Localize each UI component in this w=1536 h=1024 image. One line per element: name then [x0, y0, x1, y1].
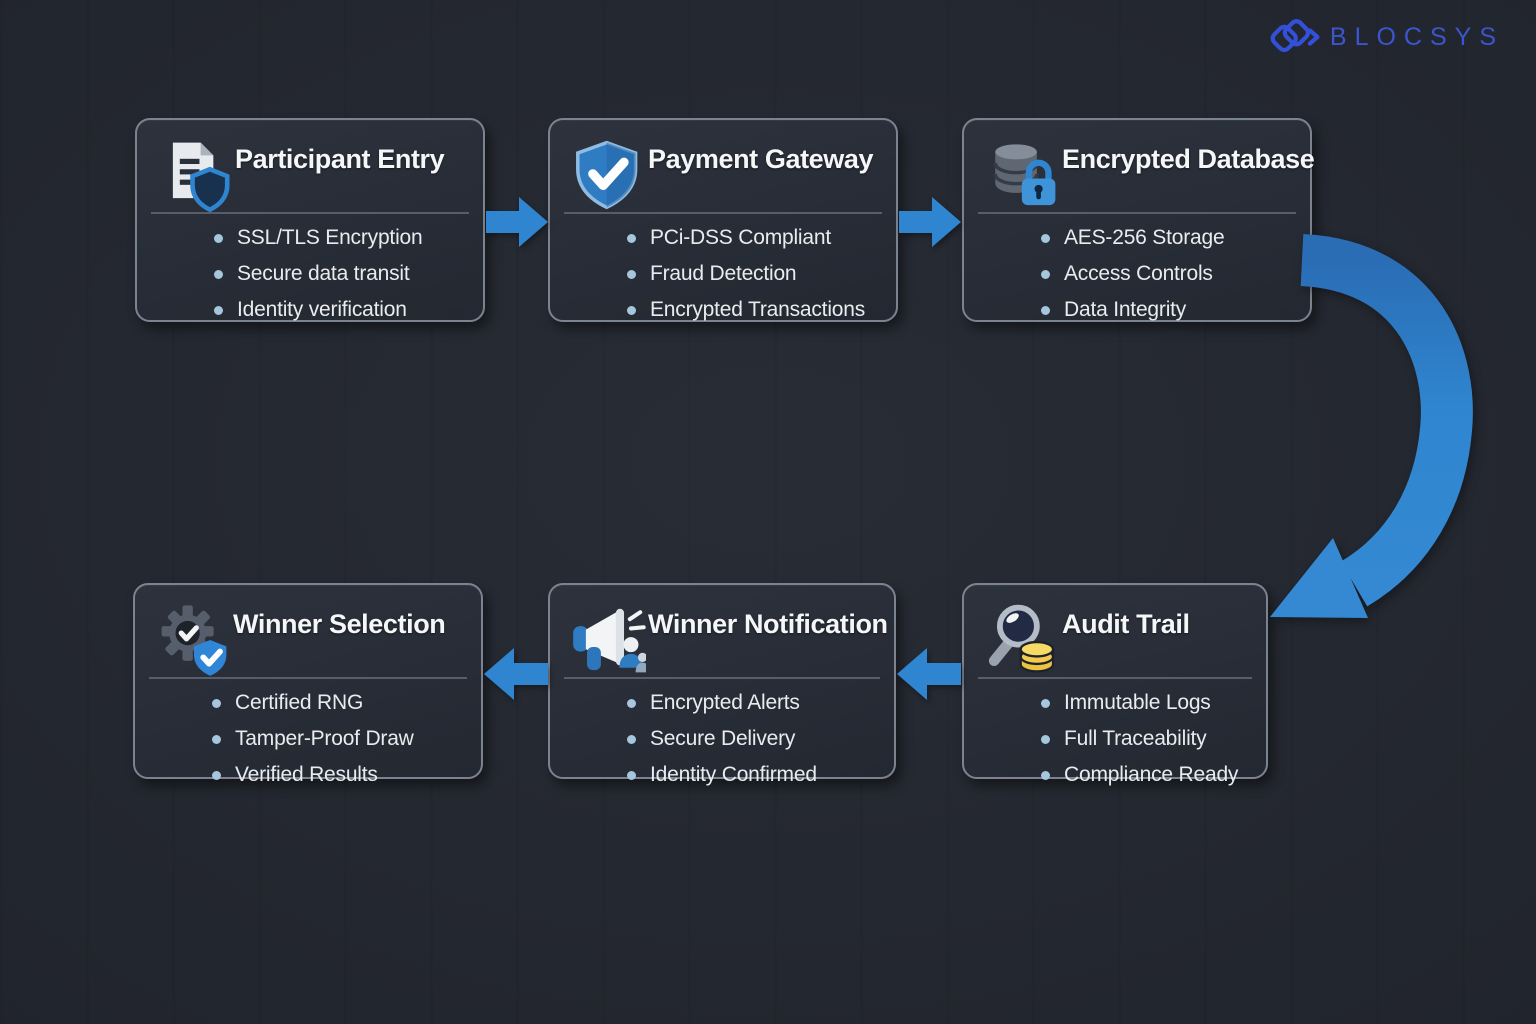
feature-list: Immutable Logs Full Traceability Complia… [1028, 691, 1254, 799]
feature-item: Immutable Logs [1028, 691, 1254, 715]
title-divider [564, 677, 880, 679]
title-divider [149, 677, 467, 679]
database-lock-icon [993, 144, 1056, 206]
box-title: Audit Trail [1062, 609, 1190, 639]
flow-arrow-left-icon [484, 648, 548, 700]
feature-list: Certified RNG Tamper-Proof Draw Verified… [199, 691, 469, 799]
flow-box-participant-entry: Participant Entry SSL/TLS Encryption Sec… [135, 118, 485, 322]
flow-box-payment-gateway: Payment Gateway PCi-DSS Compliant Fraud … [548, 118, 898, 322]
feature-list: SSL/TLS Encryption Secure data transit I… [201, 226, 471, 334]
feature-item: Encrypted Alerts [614, 691, 882, 715]
blocsys-logo-text: BLOCSYS [1329, 22, 1504, 51]
flow-box-winner-selection: Winner Selection Certified RNG Tamper-Pr… [133, 583, 483, 786]
flow-box-audit-trail: Audit Trail Immutable Logs Full Traceabi… [962, 583, 1268, 786]
flow-arrow-left-icon [897, 648, 961, 700]
blocsys-logo: BLOCSYS [1267, 14, 1504, 60]
title-divider [978, 677, 1252, 679]
gear-shield-check-icon [161, 605, 227, 676]
box-title: Payment Gateway [648, 144, 874, 174]
megaphone-people-icon [573, 608, 646, 673]
box-title: Winner Selection [233, 609, 446, 639]
blocsys-logo-icon [1270, 19, 1320, 53]
feature-item: Access Controls [1028, 262, 1298, 286]
title-divider [564, 212, 882, 214]
title-divider [978, 212, 1296, 214]
feature-item: Fraud Detection [614, 262, 884, 286]
feature-item: Secure Delivery [614, 727, 882, 751]
feature-list: PCi-DSS Compliant Fraud Detection Encryp… [614, 226, 884, 334]
curved-down-arrow-icon [1270, 234, 1473, 618]
flow-box-winner-notification: Winner Notification Encrypted Alerts Sec… [548, 583, 896, 786]
feature-item: Full Traceability [1028, 727, 1254, 751]
feature-list: AES-256 Storage Access Controls Data Int… [1028, 226, 1298, 334]
magnifier-coins-icon [988, 604, 1055, 673]
shield-check-icon [576, 140, 638, 210]
flow-box-encrypted-database: Encrypted Database AES-256 Storage Acces… [962, 118, 1315, 322]
document-shield-icon [172, 142, 230, 213]
box-title: Winner Notification [648, 609, 888, 639]
feature-item: AES-256 Storage [1028, 226, 1298, 250]
feature-item: Certified RNG [199, 691, 469, 715]
feature-item: Compliance Ready [1028, 763, 1254, 787]
feature-list: Encrypted Alerts Secure Delivery Identit… [614, 691, 882, 799]
feature-item: PCi-DSS Compliant [614, 226, 884, 250]
box-title: Participant Entry [235, 144, 445, 174]
box-title: Encrypted Database [1062, 144, 1315, 174]
feature-item: SSL/TLS Encryption [201, 226, 471, 250]
feature-item: Encrypted Transactions [614, 298, 884, 322]
feature-item: Identity verification [201, 298, 471, 322]
feature-item: Verified Results [199, 763, 469, 787]
flow-arrow-right-icon [899, 197, 961, 247]
flow-arrow-right-icon [486, 197, 548, 247]
feature-item: Data Integrity [1028, 298, 1298, 322]
title-divider [151, 212, 469, 214]
feature-item: Identity Confirmed [614, 763, 882, 787]
feature-item: Tamper-Proof Draw [199, 727, 469, 751]
feature-item: Secure data transit [201, 262, 471, 286]
